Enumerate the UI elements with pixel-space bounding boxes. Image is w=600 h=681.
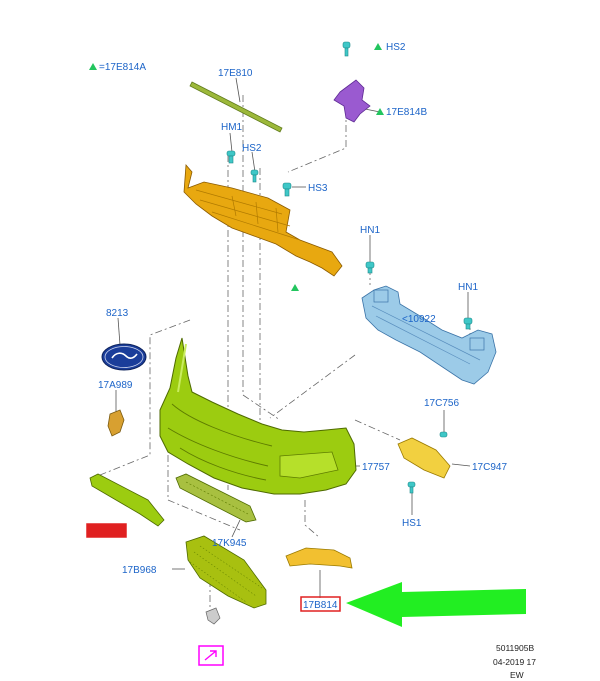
label-17E814B: 17E814B <box>386 107 427 118</box>
hs2-top-clip-icon <box>342 41 351 57</box>
label-hs2-top: HS2 <box>386 42 406 53</box>
hn1-left-clip-icon <box>365 261 375 274</box>
clip-17C756-icon <box>439 431 448 438</box>
legend-label: =17E814A <box>99 62 146 73</box>
label-10922: <10922 <box>402 314 436 325</box>
green-pointer-arrow-icon <box>346 582 526 627</box>
top-seal-strip-17E810 <box>189 81 283 133</box>
leader-lines <box>115 77 471 598</box>
magenta-arrow-box-icon <box>198 645 224 666</box>
label-17B814: 17B814 <box>303 600 338 611</box>
label-hn1-left: HN1 <box>360 225 380 236</box>
bumper-cover-17757 <box>159 337 357 495</box>
small-bracket <box>205 607 221 625</box>
highlight-box-17B814 <box>300 596 341 612</box>
callout-labels: =17E814A 17E810 HS2 17E814B HM1 HS2 HS3 … <box>98 42 507 611</box>
purple-bracket-17E814B <box>333 79 371 123</box>
marker-17E814B-icon <box>376 108 384 115</box>
label-hs2-mid: HS2 <box>242 143 262 154</box>
marker-hs2-icon <box>374 43 382 50</box>
hs1-clip-icon <box>407 481 416 494</box>
hn1-right-clip-icon <box>463 317 473 330</box>
diagram-footer: 5011905B 04-2019 17 EW <box>493 643 536 680</box>
footer-initials: EW <box>510 670 524 680</box>
highlight-box-left <box>86 523 127 538</box>
hs3-clip-icon <box>282 182 292 197</box>
lower-grille-17B968 <box>185 535 267 609</box>
label-hm1: HM1 <box>221 122 243 133</box>
label-17A989: 17A989 <box>98 380 133 391</box>
label-17C756: 17C756 <box>424 398 459 409</box>
label-hs3: HS3 <box>308 183 328 194</box>
footer-date: 04-2019 17 <box>493 657 536 667</box>
label-17C947: 17C947 <box>472 462 507 473</box>
bumper-reinforcement-10922 <box>361 285 497 385</box>
fog-bezel-17C756 <box>397 437 451 479</box>
assembly-lines <box>99 95 471 615</box>
hm1-clip-icon <box>226 150 236 164</box>
air-deflector-orange <box>183 164 343 277</box>
fog-bezel-17B814 <box>285 547 353 569</box>
legend-marker-icon <box>89 63 97 70</box>
label-8213: 8213 <box>106 308 129 319</box>
label-hn1-right: HN1 <box>458 282 478 293</box>
lower-left-strip <box>89 473 165 527</box>
label-hs1: HS1 <box>402 518 422 529</box>
label-17757: 17757 <box>362 462 390 473</box>
label-17E810: 17E810 <box>218 68 253 79</box>
footer-code: 5011905B <box>496 643 534 653</box>
grille-strip-17K945 <box>175 473 257 523</box>
ford-oval-badge-8213 <box>101 343 147 371</box>
marker-deflector-icon <box>291 284 299 291</box>
label-17K945: 17K945 <box>212 538 247 549</box>
bracket-17A989 <box>107 409 125 437</box>
label-17B968: 17B968 <box>122 565 157 576</box>
hs2-mid-clip-icon <box>250 169 259 183</box>
